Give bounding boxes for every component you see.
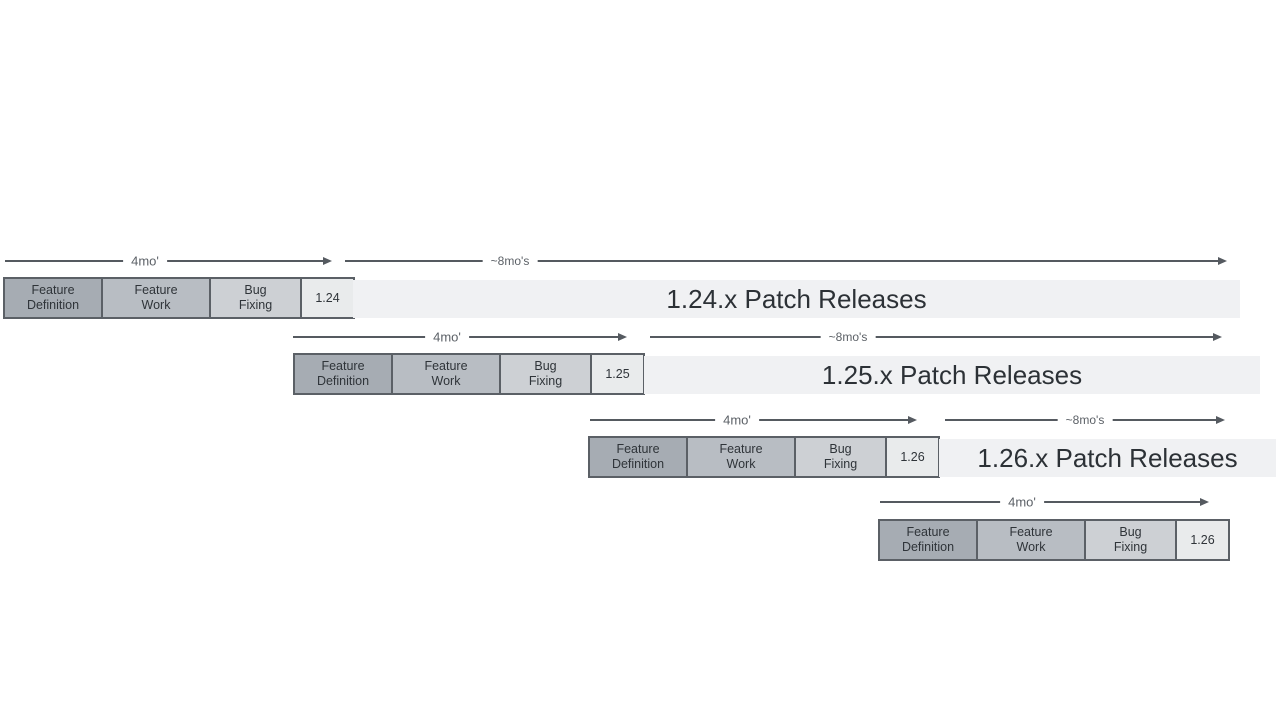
release-phase-boxes: Feature Definition Feature Work Bug Fixi…	[293, 353, 645, 395]
cycle-duration-label: 4mo'	[715, 412, 759, 428]
phase-bug-fixing: Bug Fixing	[1086, 521, 1177, 559]
cycle-duration-label: 4mo'	[123, 253, 167, 269]
version-box: 1.24	[302, 279, 353, 317]
phase-feature-definition: Feature Definition	[5, 279, 103, 317]
phase-feature-work: Feature Work	[393, 355, 501, 393]
release-phase-boxes: Feature Definition Feature Work Bug Fixi…	[588, 436, 940, 478]
phase-feature-work: Feature Work	[688, 438, 796, 476]
patch-duration-label: ~8mo's	[482, 254, 538, 268]
version-box: 1.25	[592, 355, 643, 393]
phase-feature-definition: Feature Definition	[590, 438, 688, 476]
patch-releases-bar: 1.25.x Patch Releases	[644, 356, 1260, 394]
right-arrowhead-icon	[1216, 415, 1225, 424]
version-box: 1.26	[1177, 521, 1228, 559]
right-arrowhead-icon	[1200, 497, 1209, 506]
right-arrowhead-icon	[323, 256, 332, 265]
right-arrowhead-icon	[1218, 256, 1227, 265]
phase-bug-fixing: Bug Fixing	[501, 355, 592, 393]
phase-feature-work: Feature Work	[978, 521, 1086, 559]
phase-feature-definition: Feature Definition	[880, 521, 978, 559]
patch-duration-label: ~8mo's	[1057, 413, 1113, 427]
patch-releases-label: 1.26.x Patch Releases	[977, 442, 1238, 473]
cycle-duration-label: 4mo'	[425, 329, 469, 345]
version-box: 1.26	[887, 438, 938, 476]
arrow-line	[650, 336, 1218, 338]
release-phase-boxes: Feature Definition Feature Work Bug Fixi…	[3, 277, 355, 319]
right-arrowhead-icon	[908, 415, 917, 424]
phase-feature-work: Feature Work	[103, 279, 211, 317]
patch-duration-label: ~8mo's	[820, 330, 876, 344]
phase-feature-definition: Feature Definition	[295, 355, 393, 393]
right-arrowhead-icon	[1213, 332, 1222, 341]
patch-releases-bar: 1.26.x Patch Releases	[939, 439, 1276, 477]
release-phase-boxes: Feature Definition Feature Work Bug Fixi…	[878, 519, 1230, 561]
right-arrowhead-icon	[618, 332, 627, 341]
phase-bug-fixing: Bug Fixing	[211, 279, 302, 317]
patch-releases-label: 1.25.x Patch Releases	[821, 359, 1083, 390]
arrow-line	[345, 260, 1223, 262]
patch-releases-label: 1.24.x Patch Releases	[666, 283, 927, 314]
cycle-duration-label: 4mo'	[1000, 494, 1044, 510]
phase-bug-fixing: Bug Fixing	[796, 438, 887, 476]
patch-releases-bar: 1.24.x Patch Releases	[353, 280, 1240, 318]
